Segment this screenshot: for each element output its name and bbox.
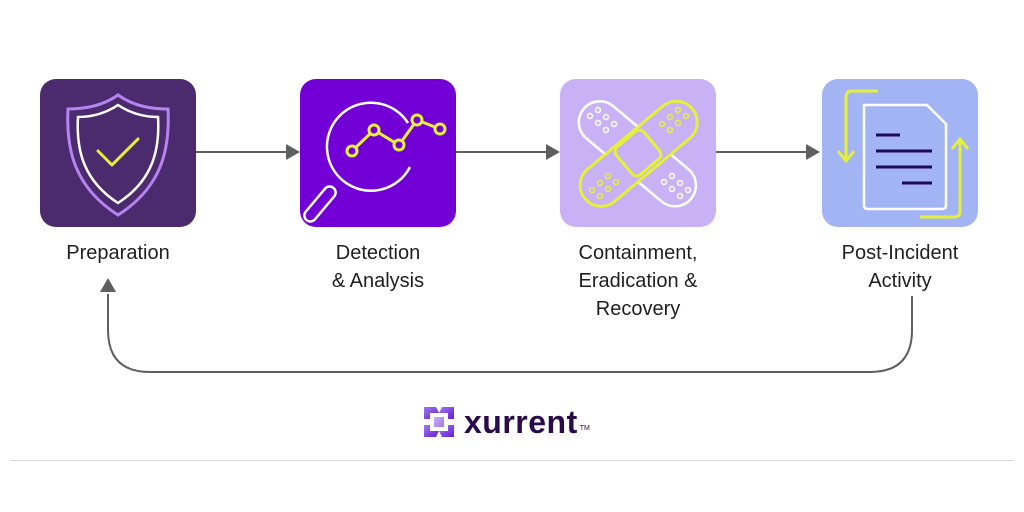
document-cycle-icon: [836, 89, 970, 219]
feedback-loop-arrow: [107, 294, 913, 373]
arrowhead-loop: [100, 278, 116, 292]
step-preparation-tile: [40, 79, 196, 227]
step-containment-label: Containment, Eradication & Recovery: [578, 242, 698, 320]
xurrent-logo: xurrent TM: [422, 404, 590, 440]
magnifier-chart-icon: [303, 101, 447, 223]
step-post-incident-label: Post-Incident Activity: [841, 242, 959, 292]
step-detection-label: Detection & Analysis: [331, 242, 425, 292]
shield-check-icon: [66, 93, 170, 217]
arrowhead-3: [546, 144, 560, 160]
arrowhead-2: [286, 144, 300, 160]
arrowhead-4: [806, 144, 820, 160]
step-containment-tile: [560, 79, 716, 227]
step-post-incident-tile: [822, 79, 978, 227]
bandage-icon: [577, 99, 699, 208]
bottom-divider: [10, 460, 1014, 461]
logo-wordmark: xurrent: [464, 403, 578, 440]
step-detection-tile: [300, 79, 456, 227]
trademark: TM: [579, 425, 590, 432]
xurrent-logo-mark-icon: [424, 407, 454, 437]
step-preparation-label: Preparation: [66, 242, 170, 264]
